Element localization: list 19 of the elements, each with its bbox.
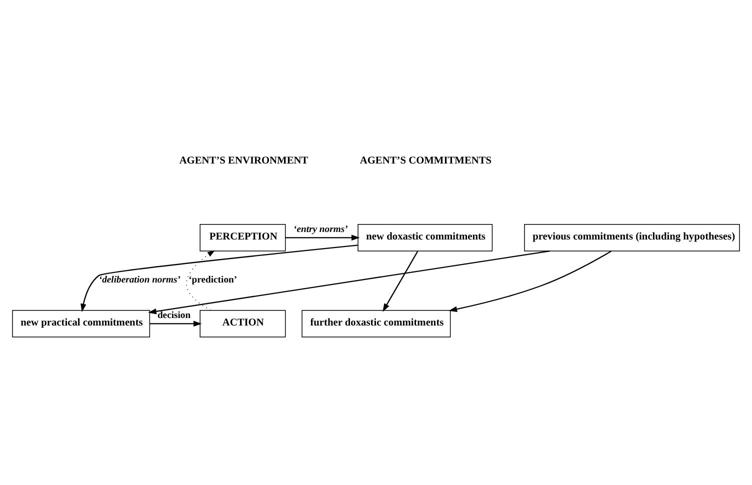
node-box: further doxastic commitments bbox=[302, 310, 451, 338]
arrow bbox=[80, 244, 358, 312]
node-box: PERCEPTION bbox=[200, 224, 286, 252]
arrow bbox=[148, 250, 550, 314]
arrow bbox=[186, 250, 215, 311]
arrow bbox=[448, 250, 612, 312]
node-box: new doxastic commitments bbox=[358, 224, 493, 252]
node-box: ACTION bbox=[200, 310, 286, 338]
label: AGENT’S COMMITMENTS bbox=[360, 155, 492, 166]
label: AGENT’S ENVIRONMENT bbox=[179, 155, 308, 166]
edge-label: ‘prediction’ bbox=[188, 274, 238, 286]
arrow bbox=[150, 320, 202, 327]
edge-label: ‘entry norms’ bbox=[294, 224, 348, 236]
node-box: new practical commitments bbox=[12, 310, 150, 338]
edge-label: ‘deliberation norms’ bbox=[98, 274, 180, 286]
edge-label: decision bbox=[157, 310, 191, 322]
arrow bbox=[382, 250, 418, 312]
arrow bbox=[286, 234, 360, 241]
node-box: previous commitments (including hypotheses) bbox=[524, 224, 740, 252]
